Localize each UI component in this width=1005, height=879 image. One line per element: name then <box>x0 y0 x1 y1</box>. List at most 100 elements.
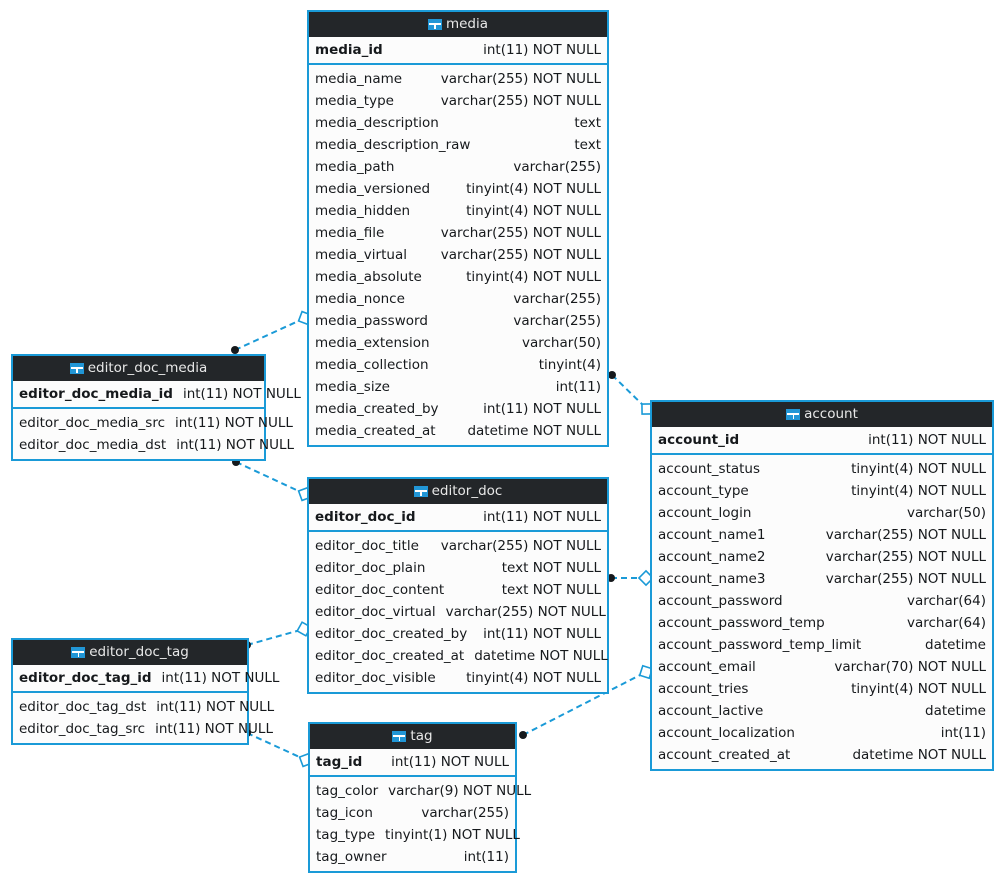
column-type: varchar(70) NOT NULL <box>834 659 986 675</box>
column-type: tinyint(4) NOT NULL <box>851 483 986 499</box>
relationship-line <box>234 317 306 351</box>
column-name: account_password_temp <box>658 615 825 631</box>
relationship-editor_doc_tag-to-editor_doc <box>243 621 312 649</box>
column-row: editor_doc_media_src int(11) NOT NULL <box>13 412 293 434</box>
column-type: varchar(9) NOT NULL <box>388 783 532 799</box>
column-type: tinyint(4) NOT NULL <box>466 269 601 285</box>
column-type: varchar(255) NOT NULL <box>825 571 986 587</box>
entity-header-editor_doc[interactable]: editor_doc <box>309 479 607 504</box>
column-name: tag_type <box>316 827 376 843</box>
column-name: account_email <box>658 659 756 675</box>
column-name: media_virtual <box>315 247 407 263</box>
column-name: account_created_at <box>658 747 791 763</box>
column-name: media_hidden <box>315 203 411 219</box>
relationship-editor_doc-to-account <box>607 569 655 587</box>
column-type: int(11) NOT NULL <box>175 415 293 431</box>
column-name: account_login <box>658 505 752 521</box>
column-name: media_description_raw <box>315 137 471 153</box>
column-name: account_localization <box>658 725 795 741</box>
column-name: media_versioned <box>315 181 431 197</box>
column-type: int(11) <box>555 379 601 395</box>
column-name: tag_id <box>316 754 363 770</box>
column-name: media_collection <box>315 357 429 373</box>
column-row: editor_doc_virtual varchar(255) NOT NULL <box>309 601 607 623</box>
entity-title: tag <box>410 728 433 744</box>
column-name: editor_doc_media_dst <box>19 437 167 453</box>
column-type: varchar(64) <box>906 593 986 609</box>
column-type: varchar(255) NOT NULL <box>825 549 986 565</box>
entity-header-media[interactable]: media <box>309 12 607 37</box>
column-name: media_nonce <box>315 291 405 307</box>
column-type: int(11) NOT NULL <box>483 42 601 58</box>
column-type: int(11) NOT NULL <box>182 386 301 402</box>
column-name: editor_doc_media_src <box>19 415 165 431</box>
column-name: account_name3 <box>658 571 766 587</box>
column-type: varchar(50) <box>906 505 986 521</box>
column-type: int(11) NOT NULL <box>176 437 295 453</box>
column-name: media_type <box>315 93 394 109</box>
column-name: editor_doc_tag_dst <box>19 699 147 715</box>
relationship-source-dot <box>519 731 527 739</box>
column-type: int(11) NOT NULL <box>868 432 986 448</box>
column-name: media_absolute <box>315 269 422 285</box>
column-type: varchar(255) NOT NULL <box>445 604 606 620</box>
column-type: varchar(255) NOT NULL <box>440 93 601 109</box>
column-type: varchar(64) <box>906 615 986 631</box>
column-name: account_name1 <box>658 527 766 543</box>
entity-header-tag[interactable]: tag <box>310 724 515 749</box>
relationship-line <box>235 461 306 495</box>
column-type: int(11) <box>463 849 509 865</box>
column-type: int(11) NOT NULL <box>483 626 601 642</box>
column-type: varchar(255) NOT NULL <box>440 225 601 241</box>
column-name: tag_icon <box>316 805 373 821</box>
column-name: editor_doc_tag_src <box>19 721 146 737</box>
entity-header-editor_doc_media[interactable]: editor_doc_media <box>13 356 264 381</box>
column-name: tag_owner <box>316 849 387 865</box>
entity-header-editor_doc_tag[interactable]: editor_doc_tag <box>13 640 247 665</box>
column-type: datetime <box>925 703 986 719</box>
column-type: varchar(255) NOT NULL <box>825 527 986 543</box>
column-name: editor_doc_visible <box>315 670 436 686</box>
column-name: editor_doc_virtual <box>315 604 436 620</box>
entity-header-account[interactable]: account <box>652 402 992 427</box>
column-row: account_login varchar(50) <box>652 502 992 524</box>
column-type: varchar(255) <box>513 313 601 329</box>
column-type: varchar(255) <box>513 159 601 175</box>
column-name: account_status <box>658 461 761 477</box>
relationship-line <box>246 628 305 646</box>
